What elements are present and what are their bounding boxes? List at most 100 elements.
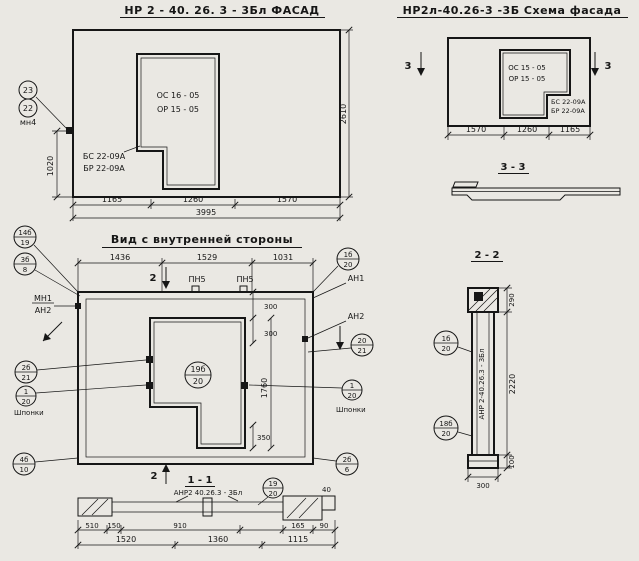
callout-text: 1 <box>24 388 28 396</box>
schema-panel-mark-2: БР 22-09А <box>551 107 585 115</box>
key-marker <box>241 382 248 389</box>
section-1-1-callout: 19 20 <box>257 477 284 506</box>
callout-text: 20 <box>22 398 31 406</box>
schema-opening-outline <box>499 49 571 119</box>
inner-callout-bl: 4б 10 <box>12 452 79 476</box>
callout-text: 20 <box>442 430 451 438</box>
facade-dimensions: 1020 1165 1260 1570 3995 2610 <box>46 26 353 222</box>
callout-text: 1б <box>344 251 353 259</box>
section-1-1-dim-40: 40 <box>322 486 331 494</box>
inner-dim-350: 350 <box>257 434 270 442</box>
section-2-2-title: 2 - 2 <box>474 250 499 261</box>
section-2-2-profile <box>467 287 499 469</box>
callout-text: 10 <box>20 466 29 474</box>
inner-opening-inner-line <box>153 321 242 445</box>
inner-anchor-mn1: МН1 <box>34 294 52 303</box>
anchor-marker <box>75 303 81 309</box>
schema-panel-mark-1: БС 22-09А <box>551 98 586 106</box>
facade-dim-height: 2610 <box>339 104 348 124</box>
facade-panel-mark-2: БР 22-09А <box>83 164 125 173</box>
section-2-2-dim-300: 300 <box>476 482 489 490</box>
callout-text: 20 <box>358 337 367 345</box>
dim-1520: 1520 <box>116 535 136 544</box>
facade-title: НР 2 - 40. 26. 3 - 3Бл ФАСАД <box>124 4 319 17</box>
schema-section-mark-left: 3 <box>405 61 412 72</box>
dim-165: 165 <box>291 522 304 530</box>
schema-dim-w3: 1165 <box>560 125 580 134</box>
dim-510: 510 <box>85 522 98 530</box>
inner-anchor-an1: АН1 <box>348 274 365 283</box>
inner-callout-tl-1: 14б 19 <box>13 225 79 293</box>
inner-joint-label-1: ПН5 <box>188 275 205 284</box>
schema-drawing: НР2л-40.26-3 -3Б Схема фасада 3 3 ОС 15 … <box>397 4 628 140</box>
section-1-1-title: 1 - 1 <box>187 475 212 486</box>
inner-anchor-an2-right: АН2 <box>348 312 365 321</box>
inner-left-arrow <box>42 321 63 342</box>
callout-text: 4б <box>20 456 29 464</box>
inner-callout-left-2: 1 20 <box>15 384 147 407</box>
callout-text: 1 <box>350 382 354 390</box>
facade-dim-w3: 1570 <box>277 195 297 204</box>
callout-text: 21 <box>358 347 367 355</box>
inner-opening-outline <box>149 317 246 449</box>
facade-opening-inner-line <box>140 57 216 186</box>
section-1-1-dimensions: 510 150 910 165 90 1520 1360 1115 <box>74 520 339 549</box>
callout-text: 19б <box>190 365 205 374</box>
inner-callout-center: 19б 20 <box>184 361 212 389</box>
schema-dimensions: 1570 1260 1165 <box>444 125 594 140</box>
inner-section-mark-bottom: 2 <box>151 464 170 484</box>
section-2-2-dim-2220: 2220 <box>508 374 517 394</box>
facade-dim-w2: 1260 <box>183 195 203 204</box>
facade-opening-mark-1: ОС 16 - 05 <box>157 91 200 100</box>
section-mark-text: 2 <box>151 471 158 482</box>
callout-text: 1б <box>442 335 451 343</box>
dim-1360: 1360 <box>208 535 228 544</box>
facade-dim-total: 3995 <box>196 208 216 217</box>
section-3-3-title: 3 - 3 <box>500 162 525 173</box>
callout-text: 8 <box>23 266 27 274</box>
facade-opening-outline <box>136 53 220 190</box>
label-leader <box>227 495 239 502</box>
facade-anchor-marker <box>66 127 73 134</box>
inner-keys-label-left: Шпонки <box>14 409 44 417</box>
inner-panel-face-line <box>85 298 306 458</box>
dim-150: 150 <box>107 522 120 530</box>
section-2-2-dim-290: 290 <box>508 293 516 306</box>
callout-text: 21 <box>22 374 31 382</box>
facade-callout-top: 23 <box>23 86 33 95</box>
section-2-2-callout-2: 18б 20 <box>433 415 473 441</box>
inner-opening-dimensions: 300 300 1760 350 <box>249 288 277 452</box>
inner-anchor-an1-leader <box>312 282 347 299</box>
inner-callout-tr: 1б 20 <box>312 247 360 293</box>
facade-drawing: НР 2 - 40. 26. 3 - 3Бл ФАСАД ОС 16 - 05 … <box>18 4 353 222</box>
dim-90: 90 <box>320 522 329 530</box>
inner-callout-right-2: 1 20 <box>248 379 363 401</box>
section-3-3-drawing: 3 - 3 <box>451 162 621 201</box>
inner-callout-right-1: 20 21 <box>307 333 374 357</box>
callout-text: 3б <box>21 256 30 264</box>
schema-section-marks: 3 3 <box>405 52 612 76</box>
inner-dim-top-1: 1436 <box>110 253 130 262</box>
inner-top-dimensions: 1436 1529 1031 <box>74 253 317 292</box>
key-marker <box>146 356 153 363</box>
dim-910: 910 <box>173 522 186 530</box>
schema-section-mark-right: 3 <box>605 61 612 72</box>
facade-dim-w1: 1165 <box>102 195 122 204</box>
callout-text: 20 <box>193 377 203 386</box>
section-3-3-profile <box>451 187 621 201</box>
inner-dim-top-3: 1031 <box>273 253 293 262</box>
section-2-2-dimensions: 290 2220 100 300 <box>464 284 517 490</box>
section-2-2-drawing: 2 - 2 АНР 2-40.26.3 - 3Бл 290 2220 100 <box>433 250 517 490</box>
inner-dim-1760: 1760 <box>260 378 269 398</box>
schema-opening-mark-1: ОС 15 - 05 <box>508 64 545 72</box>
inner-callout-tl-2: 3б 8 <box>13 252 81 297</box>
schema-title: НР2л-40.26-3 -3Б Схема фасада <box>403 4 622 17</box>
schema-opening-inner-line <box>502 52 568 116</box>
key-marker <box>146 382 153 389</box>
inner-panel-outline <box>77 291 314 465</box>
schema-dim-w1: 1570 <box>466 125 486 134</box>
callout-text: 2б <box>343 456 352 464</box>
